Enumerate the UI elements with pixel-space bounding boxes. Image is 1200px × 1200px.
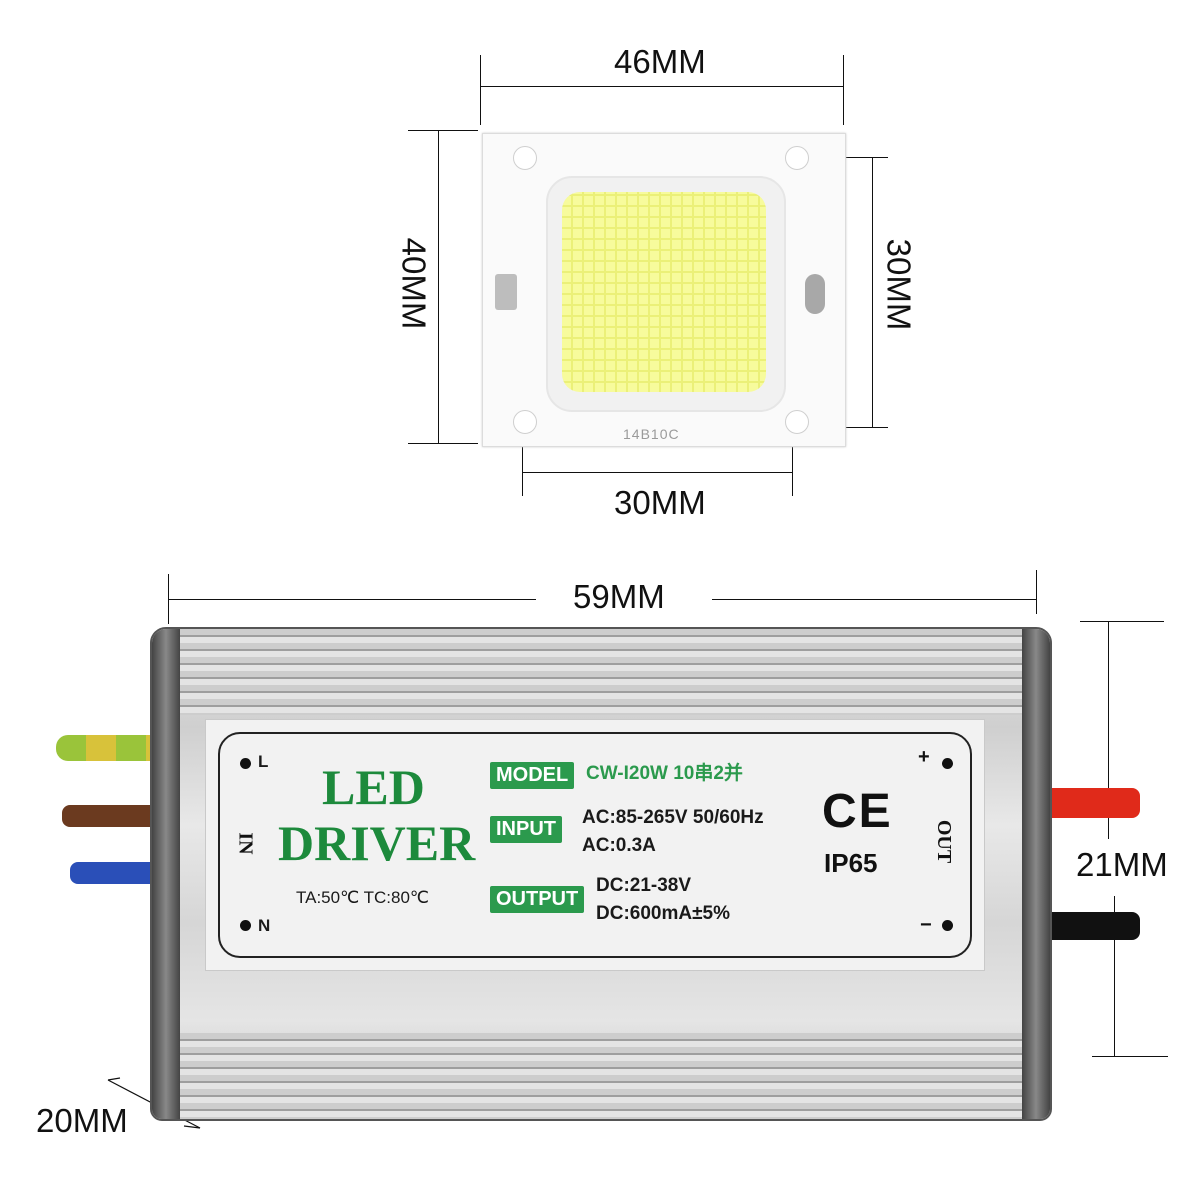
model-tag: MODEL [490, 762, 575, 789]
chip-code: 14B10C [623, 426, 680, 442]
cob-led-board: 14B10C [482, 133, 846, 447]
terminal-plus-label: + [918, 746, 930, 768]
terminal-minus-dot [942, 920, 953, 931]
height-21mm-label: 21MM [1076, 846, 1168, 883]
wire-blue [70, 862, 170, 884]
housing-ribs-bottom [152, 1033, 1050, 1119]
housing-ribs-top [152, 629, 1050, 715]
mount-hole-bottom-right [785, 410, 809, 434]
spec-label: L N IN LED DRIVER TA:50℃ TC:80℃ MODEL CW… [205, 719, 985, 971]
in-label: IN [234, 832, 257, 855]
terminal-minus-label: − [920, 914, 932, 936]
mount-hole-top-left [513, 146, 537, 170]
input-voltage: AC:85-265V 50/60Hz [582, 807, 764, 828]
end-cap-left [152, 629, 180, 1119]
ip-rating: IP65 [824, 848, 878, 878]
terminal-l-label: L [258, 752, 269, 771]
positive-pad [495, 274, 517, 310]
dim-tick-21-bottom [1092, 1056, 1168, 1057]
driver-title: DRIVER [278, 815, 476, 871]
dim-line-59-left [168, 599, 536, 600]
led-chip-array [562, 192, 766, 392]
mount-hole-top-right [785, 146, 809, 170]
dim-tick-40-bottom [408, 443, 478, 444]
dim-tick-30b-left [522, 432, 523, 496]
output-tag: OUTPUT [490, 886, 585, 913]
length-59mm-label: 59MM [573, 578, 665, 615]
dim-tick-40-top [408, 130, 478, 131]
dim-tick-30r-bottom [812, 427, 888, 428]
dim-line-21-bottom [1114, 896, 1115, 1056]
ce-mark: CE [822, 785, 893, 838]
output-current: DC:600mA±5% [596, 903, 730, 924]
width-46mm-label: 46MM [614, 43, 706, 80]
led-chip-frame [546, 176, 786, 412]
terminal-n-label: N [258, 916, 271, 935]
depth-20mm-label: 20MM [36, 1102, 128, 1139]
model-value: CW-I20W 10串2并 [586, 763, 743, 784]
mount-hole-bottom-left [513, 410, 537, 434]
negative-pad [805, 274, 825, 314]
terminal-plus-dot [942, 758, 953, 769]
dim-line-40 [438, 130, 439, 444]
temperature-rating: TA:50℃ TC:80℃ [296, 888, 429, 907]
dim-tick-59-right [1036, 570, 1037, 614]
led-title: LED [322, 759, 425, 815]
wire-brown [62, 805, 172, 827]
end-cap-right [1022, 629, 1050, 1119]
dim-line-30-right [872, 157, 873, 427]
input-current: AC:0.3A [582, 835, 656, 856]
dim-tick-30b-right [792, 432, 793, 496]
input-tag: INPUT [490, 816, 562, 843]
dim-line-21-top [1108, 621, 1109, 839]
led-module-figure: 46MM 40MM 30MM 30MM 14B10C [0, 0, 1200, 540]
dim-tick-30r-top [812, 157, 888, 158]
out-label: OUT [933, 819, 956, 864]
dim-line-46-top [480, 86, 844, 87]
dim-line-30-bottom [522, 472, 792, 473]
terminal-n-dot [240, 920, 251, 931]
spec-label-border [218, 732, 972, 958]
dim-tick-59-left [168, 574, 169, 624]
mount-height-30mm-label: 30MM [880, 238, 918, 331]
terminal-l-dot [240, 758, 251, 769]
output-voltage: DC:21-38V [596, 875, 692, 896]
dim-tick-21-top [1080, 621, 1164, 622]
dim-line-59-right [712, 599, 1036, 600]
height-40mm-label: 40MM [395, 237, 433, 330]
mount-width-30mm-label: 30MM [614, 484, 706, 521]
dim-tick-46-left [480, 55, 481, 125]
dim-tick-46-right [843, 55, 844, 125]
